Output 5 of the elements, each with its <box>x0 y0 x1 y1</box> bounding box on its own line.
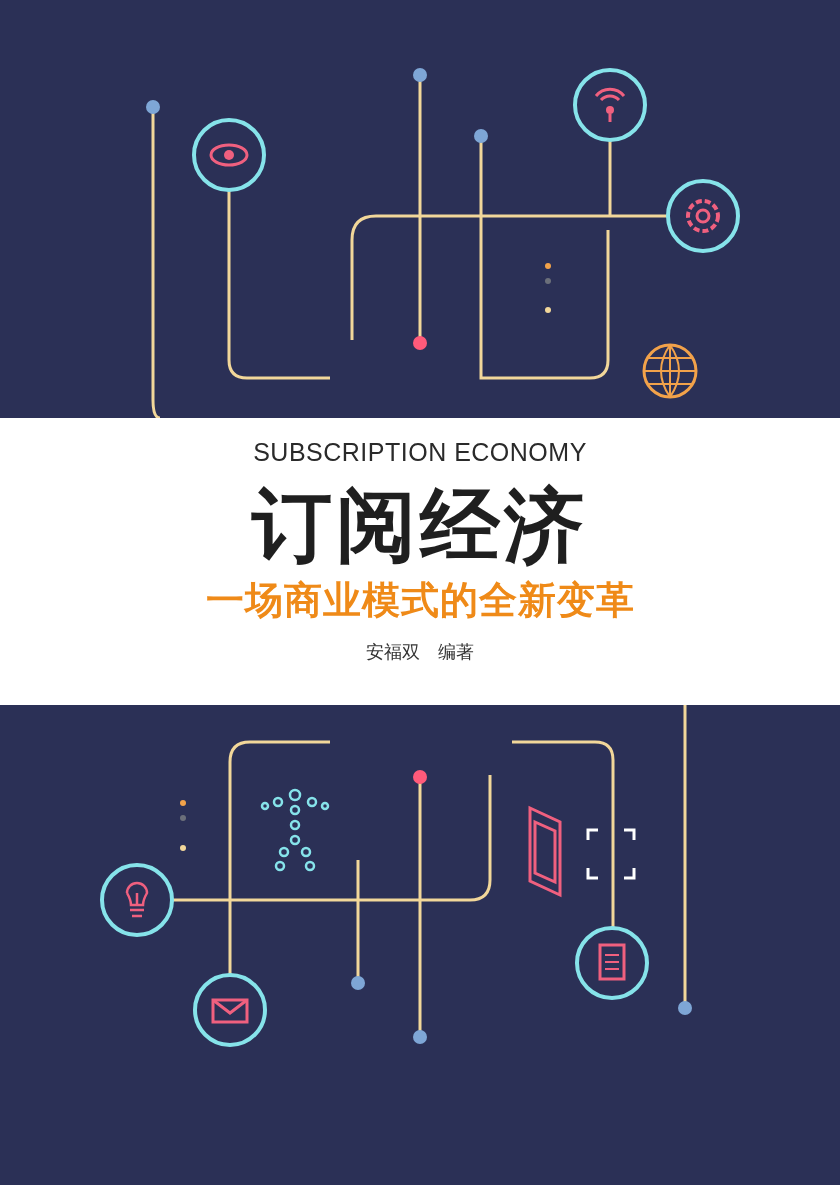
subtitle: 一场商业模式的全新变革 <box>205 577 635 624</box>
book-title: 订阅经济 <box>252 477 588 573</box>
author-name: 安福双 <box>366 640 420 664</box>
author-role: 编著 <box>438 640 474 664</box>
english-title: SUBSCRIPTION ECONOMY <box>253 438 587 467</box>
